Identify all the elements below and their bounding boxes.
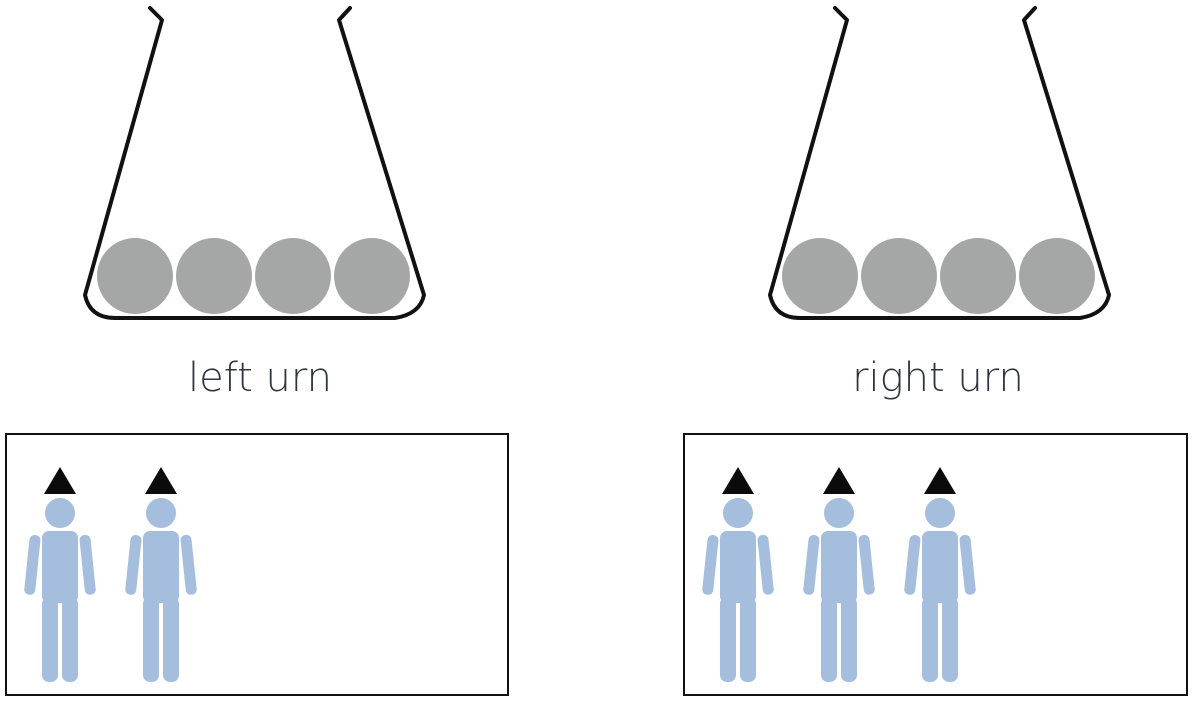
- left-group-panel: [5, 433, 509, 696]
- left-urn-flask-outline: [83, 6, 426, 320]
- triangle-hat-icon: [722, 467, 754, 494]
- ball: [782, 238, 858, 314]
- left-urn: [80, 0, 430, 330]
- ball: [940, 238, 1016, 314]
- right-group-panel: [683, 433, 1188, 696]
- ball: [861, 238, 937, 314]
- ball: [97, 238, 173, 314]
- triangle-hat-icon: [44, 467, 76, 494]
- ball: [334, 238, 410, 314]
- right-urn-balls: [782, 238, 1095, 314]
- person-icon: [123, 465, 199, 694]
- right-urn-flask-outline: [768, 6, 1111, 320]
- ball: [176, 238, 252, 314]
- ball: [1019, 238, 1095, 314]
- person-icon: [700, 465, 776, 694]
- left-urn-label: left urn: [188, 355, 332, 401]
- right-urn: [765, 0, 1115, 330]
- triangle-hat-icon: [924, 467, 956, 494]
- triangle-hat-icon: [823, 467, 855, 494]
- right-urn-label: right urn: [852, 355, 1024, 401]
- person-icon: [801, 465, 877, 694]
- person-icon: [902, 465, 978, 694]
- triangle-hat-icon: [145, 467, 177, 494]
- ball: [255, 238, 331, 314]
- left-urn-balls: [97, 238, 410, 314]
- person-icon: [22, 465, 98, 694]
